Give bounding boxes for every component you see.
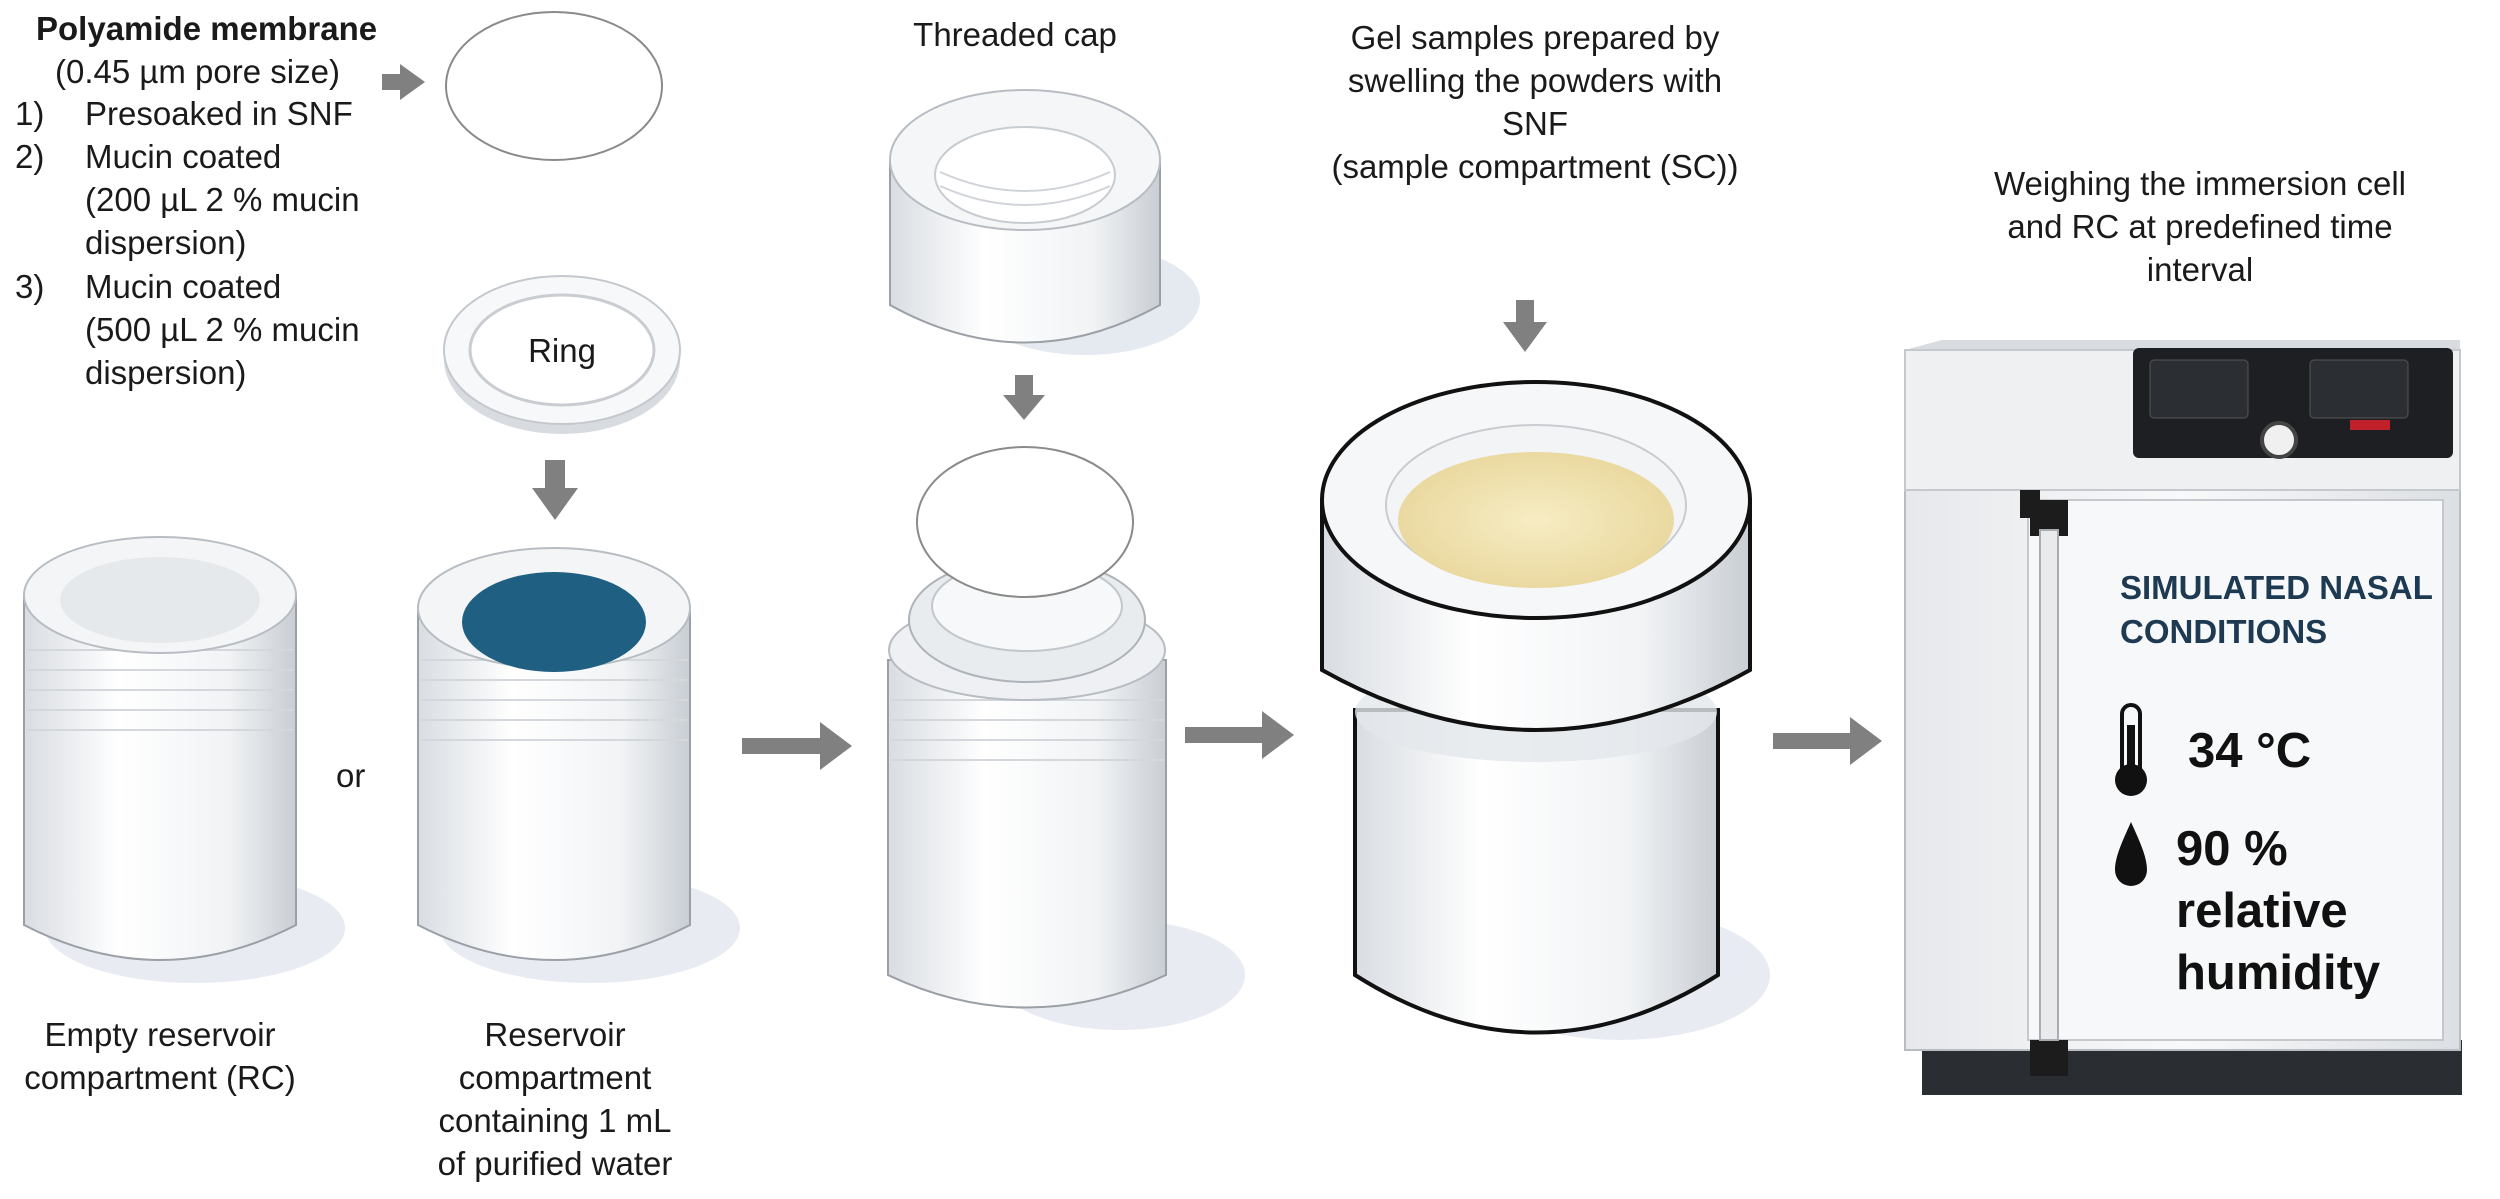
- immersion-cell: [1320, 380, 1770, 1040]
- droplet-icon: [2115, 822, 2147, 886]
- arrow-right-2: [1185, 711, 1294, 759]
- step-3-number: 3): [15, 268, 45, 305]
- filled-rc-line-2: compartment: [458, 1059, 652, 1096]
- ring-illustration: [443, 275, 681, 434]
- step-2-line-2: (200 µL 2 % mucin: [85, 181, 360, 218]
- filled-rc-line-1: Reservoir: [484, 1016, 626, 1053]
- step-2-line-3: dispersion): [85, 224, 247, 261]
- filled-rc-line-4: of purified water: [437, 1145, 673, 1182]
- arrow-down-ring: [532, 460, 578, 520]
- step-2-number: 2): [15, 138, 45, 175]
- humidity-line-1: 90 %: [2176, 822, 2288, 876]
- membrane-title: Polyamide membrane: [36, 10, 378, 47]
- assembly-stack: [887, 446, 1245, 1030]
- step-3-line-2: (500 µL 2 % mucin: [85, 311, 360, 348]
- membrane-disc: [445, 11, 663, 161]
- temperature-value: 34 °C: [2188, 724, 2312, 778]
- empty-rc-line-2: compartment (RC): [24, 1059, 296, 1096]
- incubator: [1904, 340, 2462, 1095]
- empty-rc-line-1: Empty reservoir: [44, 1016, 276, 1053]
- gel-samples-line-2: swelling the powders with: [1347, 62, 1723, 99]
- weighing-line-2: and RC at predefined time: [2007, 208, 2393, 245]
- ring-label: Ring: [528, 332, 596, 369]
- water-reservoir: [417, 547, 740, 983]
- weighing-line-3: interval: [2146, 251, 2254, 288]
- filled-rc-line-3: containing 1 mL: [438, 1102, 672, 1139]
- membrane-pore-size: (0.45 µm pore size): [55, 53, 340, 90]
- gel-samples-line-4: (sample compartment (SC)): [1331, 148, 1739, 185]
- gel-samples-line-1: Gel samples prepared by: [1350, 19, 1720, 56]
- step-1-number: 1): [15, 95, 45, 132]
- weighing-line-1: Weighing the immersion cell: [1993, 165, 2407, 202]
- empty-reservoir: [23, 536, 345, 983]
- arrow-right-membrane: [382, 64, 425, 100]
- conditions-title-line-2: CONDITIONS: [2120, 613, 2328, 650]
- conditions-title-line-1: SIMULATED NASAL: [2120, 569, 2433, 606]
- or-label: or: [336, 757, 366, 794]
- arrow-down-cap: [1003, 375, 1045, 420]
- step-3-line-1: Mucin coated: [85, 268, 282, 305]
- arrow-down-gel: [1503, 300, 1547, 352]
- threaded-cap: [889, 89, 1200, 355]
- step-2-line-1: Mucin coated: [85, 138, 282, 175]
- step-3-line-3: dispersion): [85, 354, 247, 391]
- arrow-right-1: [742, 722, 852, 770]
- threaded-cap-label: Threaded cap: [913, 16, 1117, 53]
- thermometer-icon: [2115, 703, 2147, 796]
- arrow-right-3: [1773, 717, 1882, 765]
- step-1-line-1: Presoaked in SNF: [85, 95, 353, 132]
- humidity-line-2: relative: [2176, 884, 2348, 938]
- humidity-line-3: humidity: [2176, 946, 2381, 1000]
- gel-samples-line-3: SNF: [1502, 105, 1568, 142]
